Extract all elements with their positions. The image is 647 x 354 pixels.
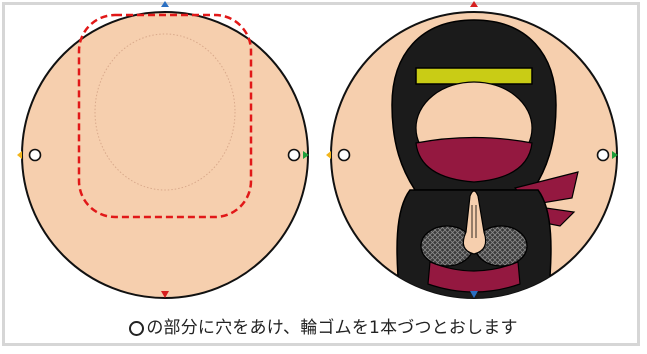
hole-right-icon [287,148,301,162]
right-marker-icon [612,151,618,159]
hands [462,190,487,255]
bottom-marker-icon [470,291,478,298]
mask [415,136,533,183]
right-marker-icon [303,151,309,159]
bottom-marker-icon [161,291,169,298]
left-disc-face [21,11,309,299]
right-disc [326,1,618,299]
hole-right-icon [596,148,610,162]
open-circle-icon [129,321,145,336]
cut-line [77,13,253,219]
hole-left-icon [28,148,42,162]
face-outline-guide [94,33,236,191]
instruction-caption: の部分に穴をあけ、輪ゴムを1本づつとおします [0,313,647,338]
left-marker-icon [326,151,331,159]
instruction-text: の部分に穴をあけ、輪ゴムを1本づつとおします [146,318,518,338]
top-marker-icon [161,1,169,7]
left-disc [17,1,309,299]
left-marker-icon [17,151,22,159]
ninja-illustration [391,19,579,298]
top-marker-icon [470,1,478,7]
belt [427,261,521,293]
hole-left-icon [337,148,351,162]
